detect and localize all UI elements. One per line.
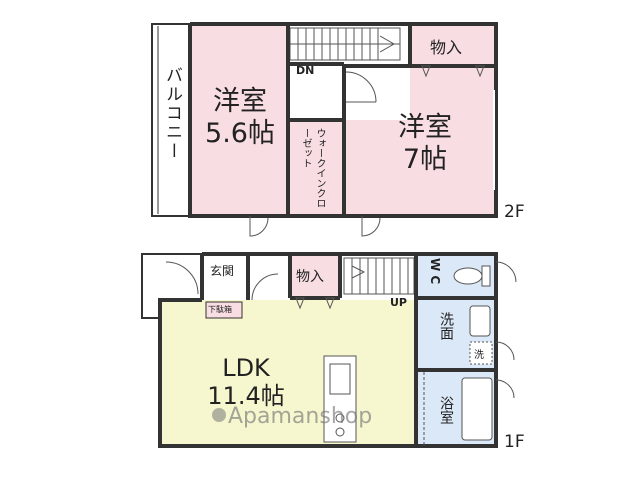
room-label-washroom: 洗面 (438, 312, 454, 340)
room-label-ldk: LDK 11.4帖 (196, 354, 296, 410)
doors-1f (165, 261, 517, 446)
room-size: 7帖 (402, 144, 448, 175)
stair-label-up: UP (390, 296, 407, 309)
room-label-entrance: 玄関 (210, 264, 235, 278)
room-label-shoe-box: 下駄箱 (208, 305, 232, 314)
room-label-walk-in-closet: ウォークインクローゼット (300, 128, 325, 208)
room-label-bathroom: 浴室 (438, 396, 454, 424)
room-label-western-small: 洋室 5.6帖 (200, 86, 280, 150)
room-label-storage-2f: 物入 (430, 38, 463, 57)
room-ldk (160, 300, 416, 446)
watermark-icon (212, 408, 226, 422)
stairs-1f (343, 257, 415, 295)
fixtures-1f (453, 265, 493, 441)
floor-2f (151, 22, 498, 237)
room-size: 5.6帖 (205, 118, 275, 149)
room-western-small (190, 24, 286, 216)
floor-label-2f: 2F (504, 202, 525, 222)
floor-1f (141, 252, 517, 448)
room-storage-1f (292, 256, 338, 296)
room-label-western-large: 洋室 7帖 (380, 112, 470, 176)
room-label-toilet: W C (428, 258, 442, 285)
walls-2f (188, 22, 498, 218)
kitchen-counter (323, 355, 357, 443)
doors-2f (249, 71, 381, 237)
floor-label-1f: 1F (504, 432, 525, 452)
room-label-storage-1f: 物入 (296, 269, 324, 285)
room-name: 洋室 (398, 112, 452, 143)
room-name: LDK (222, 354, 270, 382)
room-walk-in-closet (288, 120, 342, 216)
room-storage-2f (412, 24, 496, 64)
stairs-2f (289, 27, 401, 61)
room-label-washer: 洗 (474, 350, 484, 361)
room-name: 洋室 (213, 86, 267, 117)
room-label-balcony: バルコニー (162, 66, 182, 161)
watermark: Apamanshop (228, 404, 373, 429)
stair-label-down: DN (296, 64, 315, 77)
room-size: 11.4帖 (207, 382, 285, 410)
